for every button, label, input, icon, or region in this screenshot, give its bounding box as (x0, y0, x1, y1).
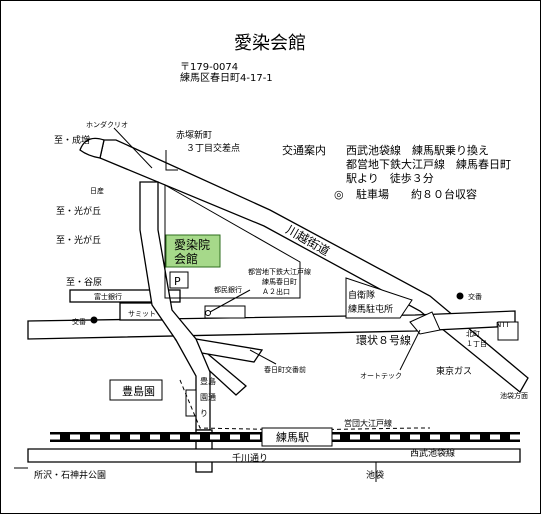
parking-icon: ◎ (334, 188, 344, 201)
parking-p-label: P (174, 275, 181, 288)
access-line2: 都営地下鉄大江戸線 練馬春日町 (346, 157, 511, 171)
honda-leader (113, 127, 153, 169)
nerima-station-box (261, 427, 333, 447)
sdf-camp-block (345, 277, 413, 319)
nissan-label: 日産 (90, 186, 104, 195)
venue-block (164, 184, 301, 299)
subway-line-label: 都営地下鉄大江戸線 (248, 267, 311, 276)
oedo-subway-line (179, 379, 430, 431)
koban-left-label: 交番 (72, 317, 86, 326)
narimasu-road (79, 137, 105, 159)
toshimaen-box (109, 379, 163, 401)
tokorozawa-label: 所沢・石神井公園 (34, 469, 106, 481)
to-narimasu-label: 至・成増 (54, 134, 90, 146)
autotech-block (409, 311, 441, 335)
toshimaen-dori-2: 園通 (200, 392, 216, 402)
access-line1: 西武池袋線 練馬駅乗り換え (346, 143, 489, 157)
address: 練馬区春日町4-17-1 (180, 71, 273, 84)
koban-right-label: 交番 (468, 292, 482, 301)
honda-creo-label: ホンダクリオ (86, 120, 128, 129)
kawagoe-kaido-road (99, 139, 529, 393)
parking-info: 駐車場 約８０台収容 (356, 187, 477, 201)
toshimaen-building (185, 389, 197, 417)
koban-right-dot (456, 292, 464, 300)
autotech-leader (399, 329, 421, 371)
senkawa-dori-road (27, 448, 521, 463)
subway-exit-marker (205, 310, 211, 316)
ntt-block (497, 321, 519, 341)
nerima-station-label: 練馬駅 (276, 430, 309, 444)
ring8-road (27, 310, 516, 340)
chome3-label: ３丁目交差点 (186, 142, 240, 154)
fuji-bank-label: 富士銀行 (94, 292, 122, 301)
to-hikarigaoka-1-label: 至・光が丘 (56, 205, 101, 217)
tokyo-gas-label: 東京ガス (436, 365, 472, 377)
sdf-label-2: 練馬駐屯所 (348, 303, 393, 315)
venue-highlight (165, 234, 221, 268)
koban-left-dot (90, 316, 98, 324)
to-yahara-label: 至・谷原 (66, 277, 102, 288)
autotech-label: オートテック (360, 372, 402, 380)
chome3-bracket (165, 150, 178, 171)
ikebukuro-label: 池袋 (366, 469, 384, 481)
sdf-label-1: 自衛隊 (348, 289, 375, 301)
ntt-label: NTT (496, 321, 510, 329)
akatsuka-label: 赤塚新町 (176, 129, 212, 141)
eidan-oedo-label: 営団大江戸線 (344, 418, 392, 428)
venue-label-2: 会館 (174, 251, 198, 266)
tomin-bank-label: 都民銀行 (214, 285, 242, 294)
toshimaen-dori-3: り (200, 409, 208, 418)
venue-label-1: 愛染院 (174, 237, 210, 252)
kasugacho-koban-label: 春日町交番前 (264, 365, 306, 374)
subway-exit-label: Ａ２出口 (262, 287, 290, 296)
ring8-label: 環状８号線 (356, 333, 411, 347)
kasugacho-leader (249, 349, 277, 365)
parking-mark (169, 271, 189, 289)
access-line3: 駅より 徒歩３分 (346, 171, 434, 185)
senkawa-label: 千川通り (232, 453, 268, 464)
subway-leader (209, 289, 251, 313)
access-label: 交通案内 (282, 143, 326, 157)
toshimaen-dori-1: 豊島 (200, 376, 216, 386)
kitamachi-2-label: １丁目 (466, 340, 487, 348)
kitamachi-1-label: 北町 (466, 330, 480, 338)
seibu-line-label: 西武池袋線 (410, 447, 455, 459)
subway-station-label: 練馬春日町 (262, 277, 297, 286)
to-hikarigaoka-2-label: 至・光が丘 (56, 234, 101, 246)
postal-code: 〒179-0074 (180, 62, 238, 73)
page-title: 愛染会館 (234, 33, 306, 54)
ikebukuro-dir-label: 池袋方面 (500, 391, 528, 400)
summit-label: サミット (128, 310, 156, 318)
toshimaen-label: 豊島園 (122, 384, 155, 398)
